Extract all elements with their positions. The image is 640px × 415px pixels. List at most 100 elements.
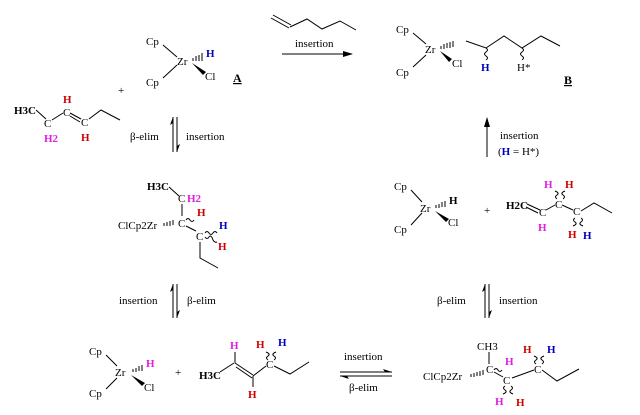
zirconocene-hydride-bottom: Cp Cp Zr H Cl (89, 346, 155, 400)
arrow-label: insertion (119, 295, 158, 307)
h-blue: H (278, 337, 287, 349)
plus-sign: + (118, 85, 124, 97)
equilibrium-arrows-right-lower: β-elim insertion (437, 284, 538, 318)
h3c-label: H3C (199, 370, 221, 382)
alkyl-zirconium-3-hexyl: H3C C H2 ClCp2Zr C H C H H (118, 181, 228, 269)
alkyl-zirconium-2-hexyl: ClCp2Zr CH3 C H C H H C H H (423, 341, 580, 409)
compound-label-b: B (564, 73, 572, 87)
c-label: C (63, 107, 70, 119)
arrow-label: insertion (499, 295, 538, 307)
cp-label: Cp (146, 36, 159, 48)
c-label: C (503, 375, 510, 387)
equilibrium-arrows-left-lower: insertion β-elim (119, 284, 216, 318)
wedge-bond (435, 211, 449, 222)
equilibrium-arrows-bottom: insertion β-elim (340, 351, 392, 394)
hydride-h: H (206, 48, 215, 60)
c-label: C (196, 231, 203, 243)
h-red: H (523, 344, 532, 356)
c-label: C (486, 364, 493, 376)
compound-label-a: A (233, 71, 242, 85)
h-red: H (248, 389, 257, 401)
hashed-bond (435, 201, 446, 208)
h3c-label: H3C (14, 105, 36, 117)
h-red: H (81, 132, 90, 144)
h-magenta: H (230, 340, 239, 352)
hydride-h: H (449, 195, 458, 207)
c-label: C (178, 218, 185, 230)
h-red: H (568, 229, 577, 241)
c-label: C (266, 359, 273, 371)
h-magenta: H (146, 358, 155, 370)
h-magenta: H (495, 396, 504, 408)
h-blue: H (583, 230, 592, 242)
hashed-bond (470, 370, 484, 377)
hashed-bond (132, 365, 143, 372)
h-magenta: H (505, 356, 514, 368)
c-label: C (539, 207, 546, 219)
h2-magenta: H2 (187, 193, 202, 205)
arrow-label: insertion (295, 38, 334, 50)
zirconocene-A: Cp Cp Zr H Cl A (146, 36, 242, 89)
cp-label: Cp (146, 77, 159, 89)
cp-label: Cp (89, 388, 102, 400)
hexene-1-right: H2C C H C H H C H H (506, 179, 613, 242)
h-blue: H (219, 220, 228, 232)
hexene-2-bottom: H3C H H C H H (199, 337, 310, 401)
h2c-label: H2C (506, 200, 528, 212)
hashed-bond (192, 53, 203, 61)
hashed-bond (163, 220, 174, 226)
c-label: C (573, 206, 580, 218)
c-label: C (44, 118, 51, 130)
h-magenta: H (544, 179, 553, 191)
c-label: C (81, 117, 88, 129)
arrow-label: insertion (186, 131, 225, 143)
cl-label: Cl (205, 71, 215, 83)
hexene-3-left: H3C C H2 C H C H (14, 94, 121, 145)
zr-label: Zr (425, 44, 436, 56)
zr-label: Zr (115, 367, 126, 379)
zr-label: Zr (420, 203, 431, 215)
cl-label: Cl (448, 217, 458, 229)
cp-label: Cp (89, 346, 102, 358)
wedge-bond (192, 63, 206, 75)
h-red: H (516, 397, 525, 409)
zirconocene-hydride-right: Cp Cp Zr H Cl (394, 181, 458, 236)
alkyl-zirconium-B: Cp Cp Zr Cl H H* B (396, 24, 572, 87)
zr-label: ClCp2Zr (118, 220, 157, 232)
h-red: H (63, 94, 72, 106)
h-blue: H (547, 344, 556, 356)
cp-label: Cp (394, 224, 407, 236)
h-red: H (256, 339, 265, 351)
c-label: C (534, 364, 541, 376)
h-star: H* (517, 62, 530, 74)
arrow-label: β-elim (187, 295, 216, 307)
equilibrium-arrows-left-upper: β-elim insertion (130, 117, 225, 152)
h-red: H (565, 179, 574, 191)
arrow-label: insertion (500, 130, 539, 142)
hashed-bond (440, 41, 454, 49)
c-label: C (178, 193, 185, 205)
wedge-bond (131, 375, 145, 386)
cp-label: Cp (396, 24, 409, 36)
condition-label: (H = H*) (498, 146, 539, 158)
h-red: H (197, 207, 206, 219)
arrow-label: β-elim (130, 131, 159, 143)
cl-label: Cl (452, 58, 462, 70)
cp-label: Cp (396, 67, 409, 79)
cp-label: Cp (394, 181, 407, 193)
zr-label: ClCp2Zr (423, 371, 462, 383)
arrow-label: β-elim (437, 295, 466, 307)
cl-label: Cl (144, 382, 154, 394)
arrow-label: insertion (344, 351, 383, 363)
plus-sign: + (484, 205, 490, 217)
wedge-bond (440, 51, 452, 62)
h-red: H (218, 241, 227, 253)
arrow-label: β-elim (349, 382, 378, 394)
zr-label: Zr (177, 56, 188, 68)
ch3-label: CH3 (477, 341, 498, 353)
hexene-top (270, 14, 357, 31)
h-magenta: H (538, 222, 547, 234)
plus-sign: + (175, 367, 181, 379)
